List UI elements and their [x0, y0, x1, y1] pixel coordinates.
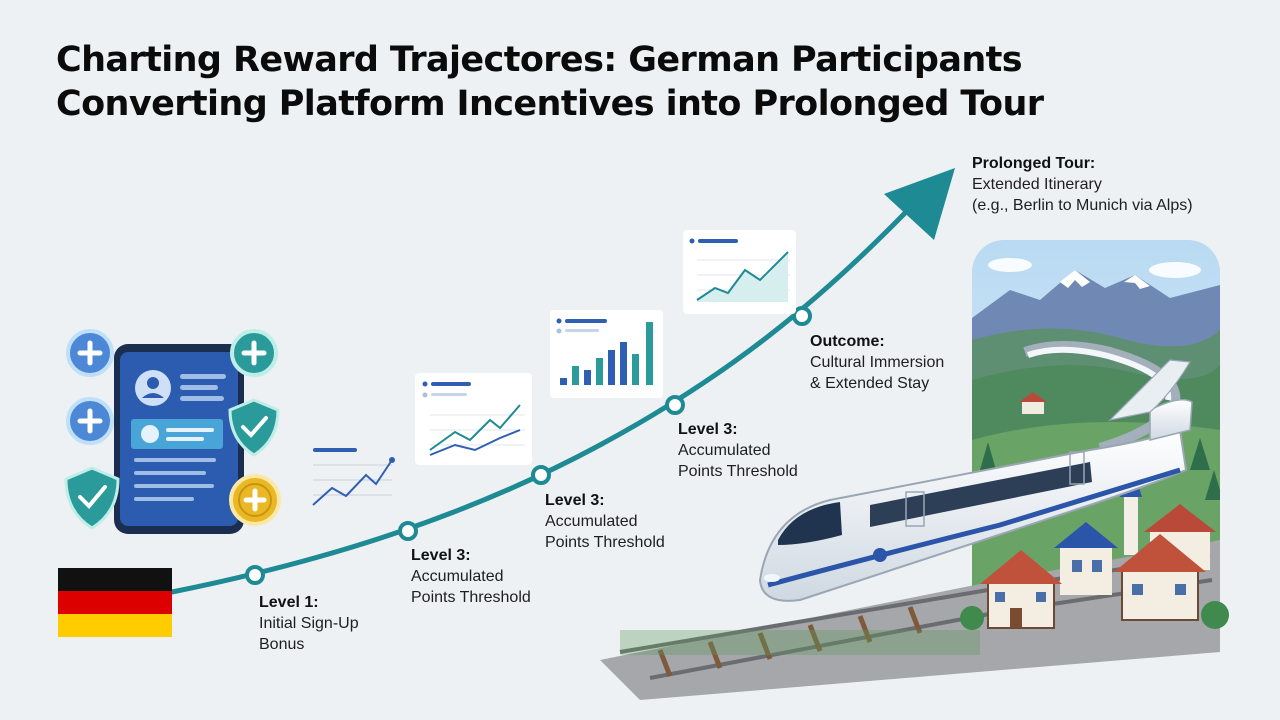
germany-flag-icon: [58, 568, 172, 637]
milestone-line: Accumulated: [678, 442, 771, 459]
bar-chart-icon: [550, 310, 663, 398]
title-line-2: Converting Platform Incentives into Prol…: [56, 84, 1044, 124]
milestone-label-level-1: Level 1: Initial Sign-Up Bonus: [259, 592, 359, 655]
line-chart-icon: [312, 448, 395, 506]
milestone-line: Bonus: [259, 636, 305, 653]
milestone-node-3: [531, 465, 551, 485]
milestone-line: Initial Sign-Up: [259, 615, 359, 632]
milestone-nodes: [245, 306, 812, 585]
milestone-label-outcome: Outcome: Cultural Immersion & Extended S…: [810, 331, 944, 394]
milestone-label-level-3b: Level 3: Accumulated Points Threshold: [545, 490, 665, 553]
milestone-heading: Level 1:: [259, 594, 319, 611]
milestone-line: Accumulated: [411, 568, 504, 585]
milestone-line: Accumulated: [545, 513, 638, 530]
plus-badge-icon: [66, 397, 114, 445]
plus-badge-icon: [66, 329, 114, 377]
smartphone-icon: [114, 344, 244, 534]
milestone-heading: Level 3:: [411, 547, 471, 564]
milestone-line: Cultural Immersion: [810, 354, 945, 371]
milestone-line: Points Threshold: [678, 463, 798, 480]
shield-check-icon: [64, 466, 120, 530]
milestone-node-4: [665, 395, 685, 415]
title-line-1: Charting Reward Trajectores: German Part…: [56, 40, 1023, 80]
shield-check-icon: [228, 398, 280, 457]
coin-plus-icon: [229, 474, 281, 526]
milestone-label-level-3c: Level 3: Accumulated Points Threshold: [678, 419, 798, 482]
arrow-icon: [884, 168, 955, 240]
milestone-line: Points Threshold: [545, 534, 665, 551]
plus-badge-icon: [230, 329, 278, 377]
high-speed-train: [758, 359, 1193, 602]
milestone-label-level-3a: Level 3: Accumulated Points Threshold: [411, 545, 531, 608]
village-houses: [960, 462, 1229, 630]
milestone-node-1: [245, 565, 265, 585]
milestone-node-5: [792, 306, 812, 326]
milestone-line: (e.g., Berlin to Munich via Alps): [972, 197, 1193, 214]
milestone-line: & Extended Stay: [810, 375, 930, 392]
milestone-heading: Level 3:: [545, 492, 605, 509]
line-chart-icon: [415, 373, 532, 465]
milestone-heading: Outcome:: [810, 333, 885, 350]
milestone-line: Extended Itinerary: [972, 176, 1102, 193]
line-chart-icon: [683, 230, 796, 314]
milestone-label-prolonged-tour: Prolonged Tour: Extended Itinerary (e.g.…: [972, 153, 1193, 216]
milestone-node-2: [398, 521, 418, 541]
profile-icon: [141, 425, 159, 443]
milestone-heading: Level 3:: [678, 421, 738, 438]
reward-trajectory-line: [169, 210, 908, 595]
milestone-line: Points Threshold: [411, 589, 531, 606]
page-title: Charting Reward Trajectores: German Part…: [56, 38, 1044, 126]
milestone-heading: Prolonged Tour:: [972, 155, 1096, 172]
